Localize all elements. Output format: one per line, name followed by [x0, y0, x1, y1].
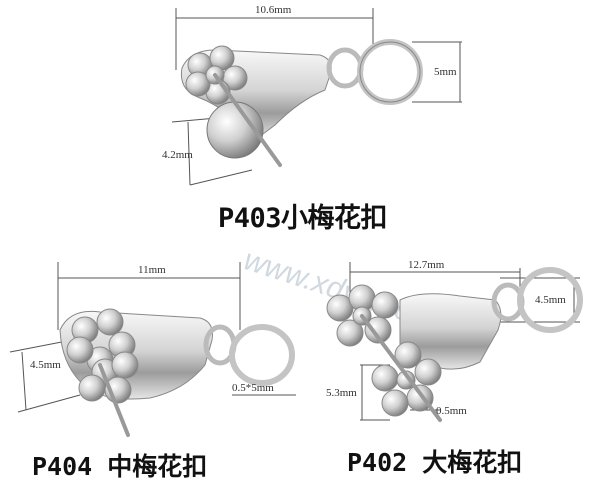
- item-p403: 10.6mm 5mm 4.2mm: [162, 4, 462, 186]
- flower-cap-bottom-p402: [371, 341, 442, 417]
- flower-cap-p404: [66, 308, 139, 404]
- jump-ring-large-p404: [229, 324, 295, 386]
- item-p402: 12.7mm 4.5mm 5.3mm 0.5mm: [326, 259, 583, 422]
- jump-ring-large-p402: [517, 267, 583, 333]
- dim-ring-p402: 4.5mm: [535, 294, 566, 306]
- flower-cap-top-p402: [326, 284, 399, 347]
- dim-height-p403: 4.2mm: [162, 149, 193, 161]
- jump-ring-small-p403: [326, 47, 364, 89]
- dim-wire-p404: 0.5*5mm: [232, 382, 274, 394]
- pin-p402: [360, 314, 442, 422]
- product-caption-p404: P404 中梅花扣: [32, 452, 208, 481]
- dim-wire-p402: 0.5mm: [436, 405, 467, 417]
- dim-height-p402: 5.3mm: [326, 387, 357, 399]
- product-caption-p403: P403小梅花扣: [218, 203, 388, 234]
- dim-height-p404: 4.5mm: [30, 359, 61, 371]
- pin-p403: [213, 73, 282, 167]
- dim-width-p402: 12.7mm: [408, 259, 445, 271]
- dim-width-p404: 11mm: [138, 264, 166, 276]
- dim-width-p403: 10.6mm: [255, 4, 292, 16]
- dimension-lines-p403: [171, 8, 462, 186]
- jump-ring-outline-p403: [359, 41, 421, 103]
- item-p404: 11mm 4.5mm 0.5*5mm: [9, 262, 296, 437]
- product-caption-p402: P402 大梅花扣: [347, 448, 523, 477]
- pin-p404: [98, 363, 130, 437]
- dim-ring-p403: 5mm: [434, 66, 457, 78]
